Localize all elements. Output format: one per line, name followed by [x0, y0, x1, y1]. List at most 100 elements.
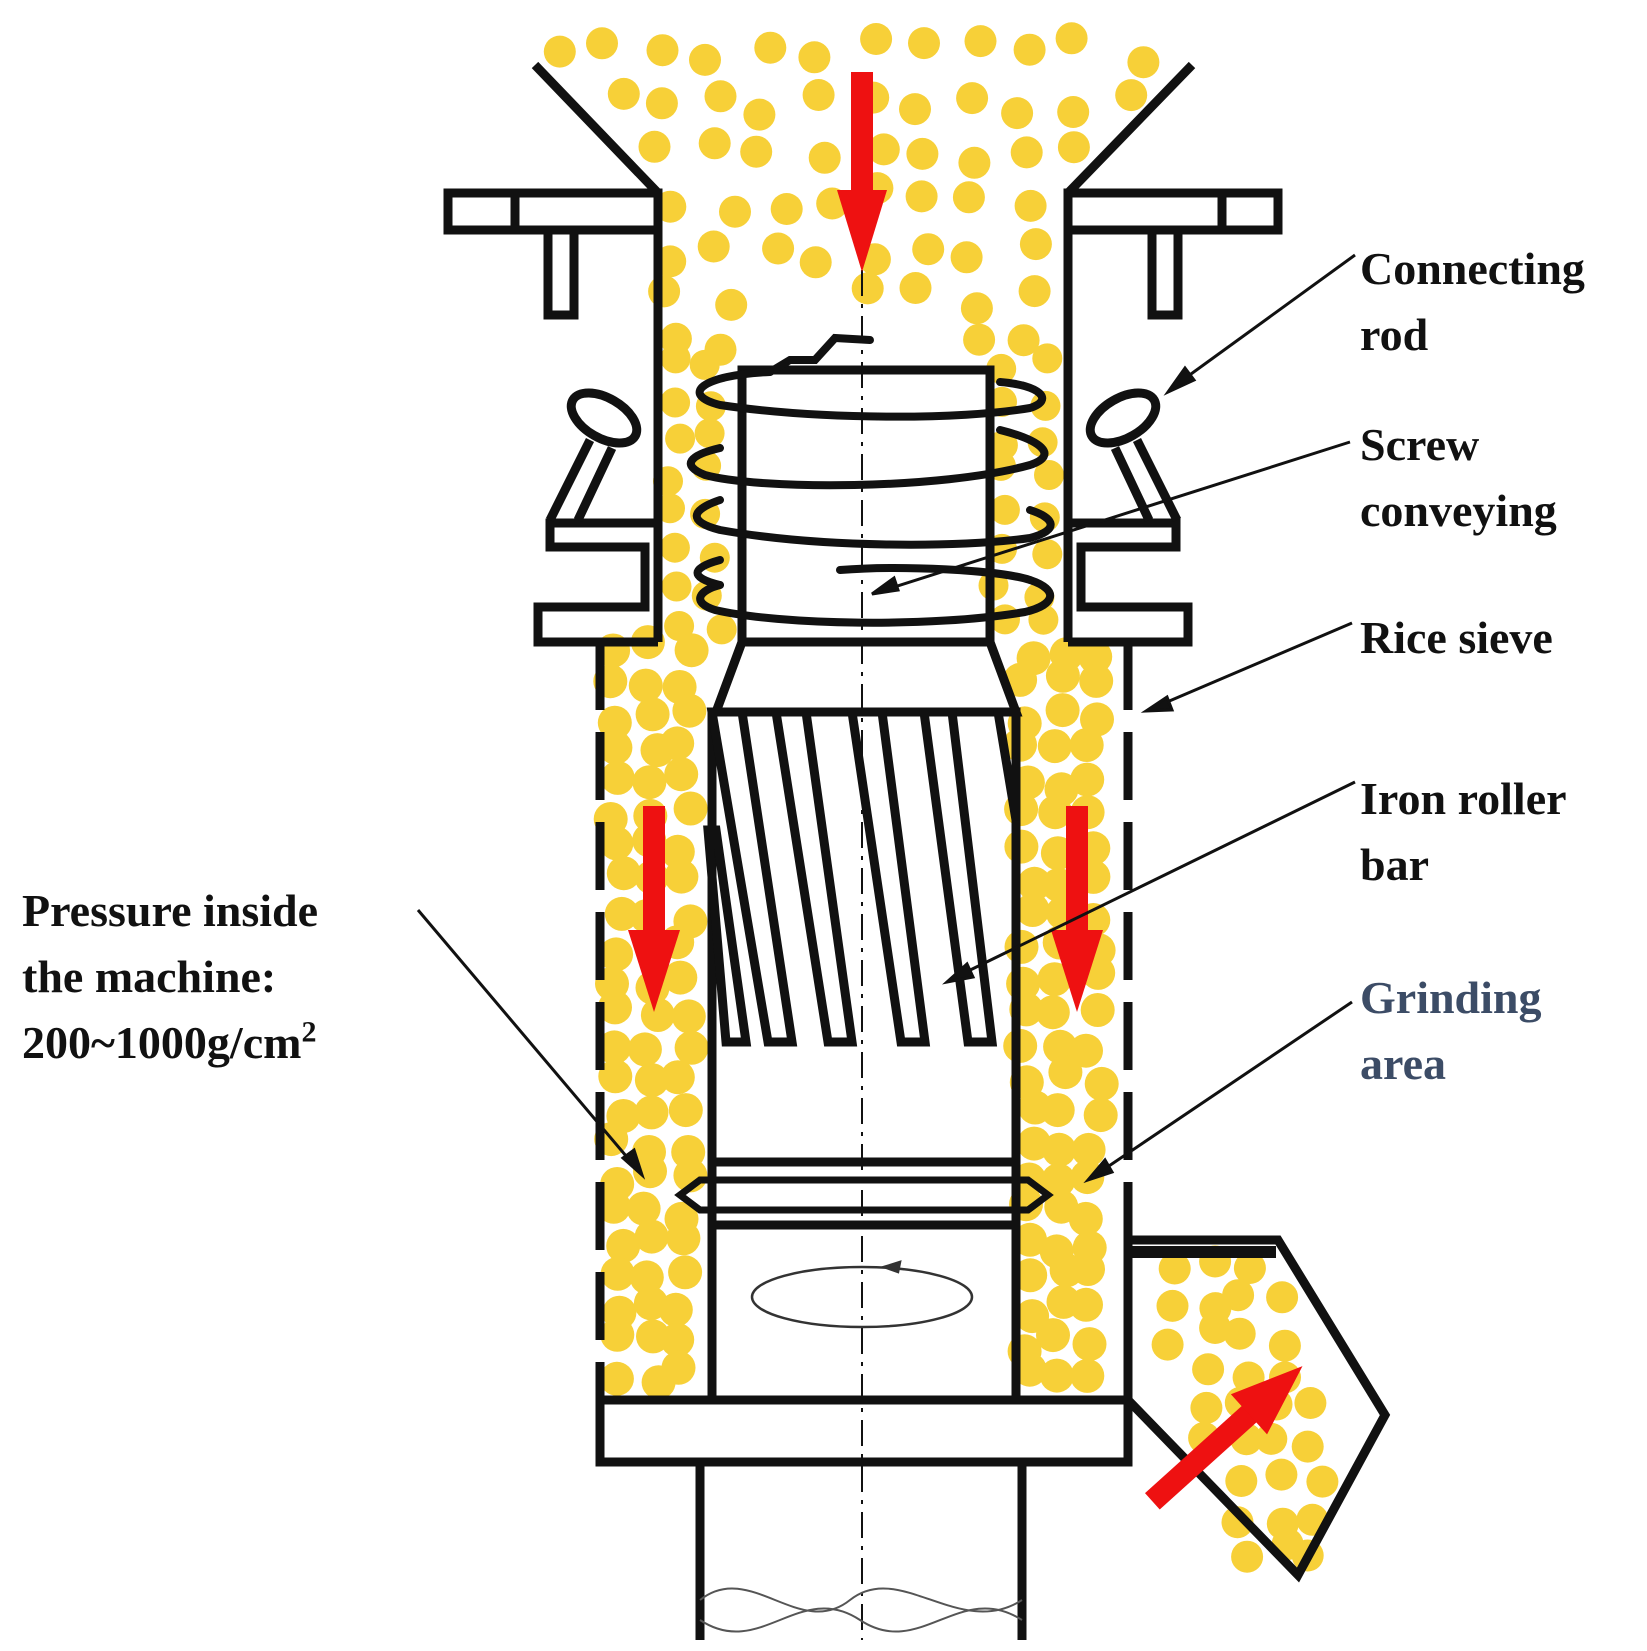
rice-grain	[1034, 460, 1064, 490]
iron-roller-bars	[703, 707, 1021, 1047]
rice-grain	[1222, 1279, 1255, 1312]
rice-grain	[632, 765, 667, 800]
rice-grain	[607, 77, 640, 110]
rice-grain	[1127, 46, 1160, 79]
rice-grain	[674, 633, 709, 668]
leader-pressure	[416, 909, 634, 1164]
rice-grain	[1035, 995, 1070, 1030]
label-pressure: Pressure inside the machine: 200~1000g/c…	[22, 878, 318, 1076]
rice-grain	[543, 35, 576, 68]
rice-grain	[1071, 1132, 1106, 1167]
rice-grain	[672, 693, 707, 728]
frame-plate-right	[1063, 188, 1283, 235]
leader-rice-sieve	[1159, 621, 1353, 707]
label-connecting-rod-line1: Connecting	[1360, 243, 1585, 294]
rice-grain	[697, 230, 730, 263]
rice-grain	[1038, 795, 1073, 830]
rice-grain	[1158, 1252, 1191, 1285]
rice-grain	[762, 232, 795, 265]
rice-grain	[1233, 1252, 1266, 1284]
grinding-ring	[674, 1176, 1054, 1214]
rice-grain	[1055, 22, 1088, 55]
rice-grain	[1045, 693, 1080, 728]
inflow-arrow-icon	[837, 72, 887, 272]
rice-grain	[899, 272, 932, 304]
rice-grain	[960, 292, 993, 325]
rice-grain	[908, 27, 940, 60]
rice-grain	[598, 990, 632, 1025]
label-rice-sieve-line1: Rice sieve	[1360, 612, 1553, 663]
rice-grain	[645, 87, 678, 120]
rice-grain	[1070, 762, 1105, 797]
rice-grain	[598, 730, 633, 765]
rice-grain	[740, 135, 773, 168]
rice-grain	[1068, 1201, 1103, 1236]
rice-grain	[634, 1063, 669, 1098]
rice-grain	[627, 1032, 662, 1067]
rice-grain	[912, 233, 945, 266]
conical-transition	[709, 637, 1023, 717]
rice-grain	[664, 611, 695, 641]
label-pressure-line2: the machine:	[22, 951, 277, 1002]
rice-grain	[660, 1060, 695, 1095]
rice-grain	[1004, 829, 1039, 864]
leader-iron-roller-bar	[959, 780, 1356, 977]
rice-grain	[694, 418, 725, 449]
rice-grain	[1032, 539, 1063, 570]
rice-grain	[1001, 97, 1034, 130]
rice-grain	[660, 1322, 695, 1357]
rice-grain	[1013, 33, 1046, 66]
rice-grain	[606, 1228, 641, 1263]
label-screw-conveying-line1: Screw	[1360, 419, 1480, 470]
rice-grain	[1266, 1281, 1299, 1314]
rice-grain	[1037, 962, 1072, 997]
label-iron-roller-bar: Iron roller bar	[1360, 766, 1567, 898]
label-rice-sieve: Rice sieve	[1360, 605, 1553, 671]
side-housing-right	[1068, 518, 1193, 647]
rice-grain	[648, 275, 681, 308]
rice-grain	[956, 82, 989, 115]
rice-grain	[1084, 1066, 1119, 1101]
rice-grain	[1048, 1055, 1083, 1090]
rice-grain	[1015, 893, 1050, 927]
label-grinding-area-line1: Grinding	[1360, 972, 1542, 1023]
label-grinding-area: Grinding area	[1360, 965, 1542, 1097]
rice-grain	[666, 1221, 701, 1256]
rice-grain	[599, 826, 634, 861]
rice-grain	[1080, 702, 1114, 737]
label-screw-conveying: Screw conveying	[1360, 412, 1557, 544]
frame-bracket-left	[543, 225, 579, 320]
label-connecting-rod-line2: rod	[1360, 309, 1429, 360]
rice-grain	[1045, 658, 1080, 693]
hopper-wall-left	[531, 61, 662, 197]
rice-grain	[660, 387, 691, 418]
leader-screw-conveying	[884, 440, 1351, 592]
rice-grain	[626, 1191, 661, 1226]
rice-grain	[1199, 1312, 1232, 1344]
rice-grain	[808, 141, 841, 174]
rice-grain	[664, 757, 699, 792]
rice-grain	[665, 423, 696, 454]
rice-grain	[673, 791, 708, 826]
rice-grain	[1017, 866, 1052, 901]
label-pressure-line1: Pressure inside	[22, 885, 319, 936]
rice-grain	[600, 1317, 635, 1352]
rice-grain	[798, 41, 831, 74]
rice-grain	[598, 1059, 633, 1094]
frame-bracket-right	[1147, 225, 1183, 320]
connecting-rod-arm-left	[545, 437, 617, 523]
downflow-arrow-right-icon	[1051, 806, 1103, 1012]
rice-grain	[1069, 1287, 1103, 1322]
label-screw-conveying-line2: conveying	[1360, 485, 1557, 536]
rice-grain	[634, 1095, 669, 1130]
rice-grain	[952, 181, 985, 214]
rice-grain	[671, 999, 706, 1034]
rice-grain	[1012, 1352, 1047, 1387]
rice-grain	[1072, 1327, 1107, 1362]
rice-grain	[664, 859, 699, 894]
label-iron-roller-bar-line2: bar	[1360, 839, 1429, 890]
rice-grain	[596, 1189, 631, 1224]
rice-grain	[1268, 1329, 1301, 1362]
